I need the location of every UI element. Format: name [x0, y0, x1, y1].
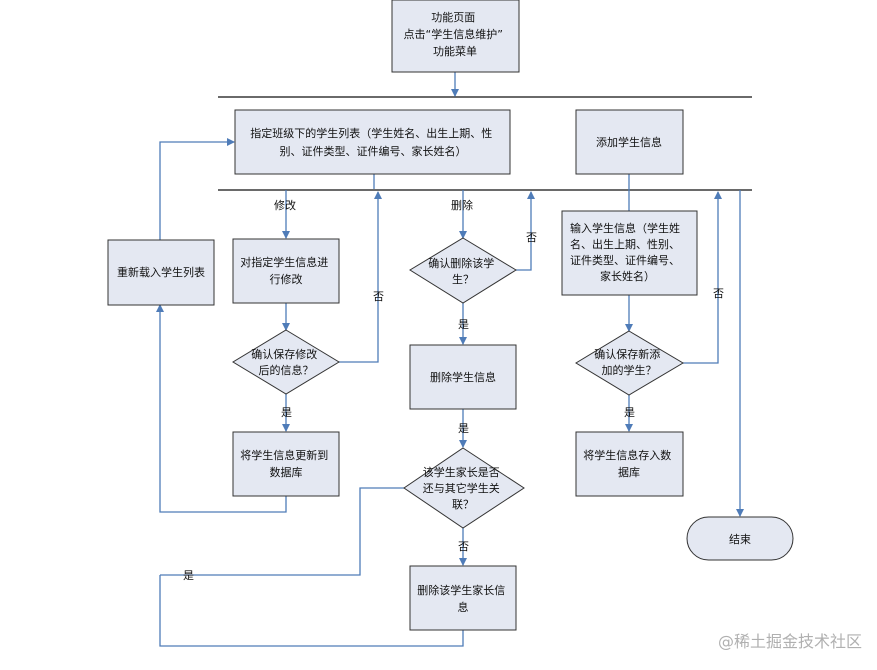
save-db-text: 将学生信息存入数 据库 — [583, 448, 675, 479]
confirm-delete-no-label: 否 — [526, 231, 537, 244]
update-db-to-reload — [156, 304, 287, 513]
menu-node — [391, 0, 520, 73]
remove-label: 删除 — [451, 198, 473, 212]
end-text: 结束 — [729, 533, 751, 546]
reload-list-node — [107, 239, 215, 306]
parent-check-yes — [160, 487, 404, 576]
delete-to-check-yes-label: 是 — [458, 422, 469, 435]
confirm-add-decision — [575, 330, 684, 396]
edit-student-node — [232, 238, 340, 304]
student-list-text: 指定班级下的学生列表（学生姓名、出生上期、性 别、证件类型、证件编号、家长姓名） — [250, 126, 496, 158]
confirm-add-yes-label: 是 — [624, 406, 635, 419]
delete-parent-to-reload — [159, 575, 464, 647]
update-db-text: 将学生信息更新到 数据库 — [240, 448, 332, 479]
edit-student-text: 对指定学生信息进 行修改 — [240, 255, 332, 286]
watermark-text: @稀土掘金技术社区 — [718, 632, 862, 651]
reload-to-list — [159, 138, 235, 240]
confirm-delete-decision — [409, 237, 517, 304]
save-db-node — [575, 431, 684, 497]
modify-label: 修改 — [274, 198, 296, 212]
connectors — [156, 72, 744, 647]
confirm-add-no-label: 否 — [713, 287, 724, 300]
add-student-node — [575, 109, 684, 175]
end-node — [686, 516, 794, 561]
delete-parent-node — [409, 565, 517, 631]
confirm-add-text: 确认保存新添 加的学生？ — [594, 347, 664, 377]
parent-check-text: 该学生家长是否 还与其它学生关 联？ — [423, 465, 504, 511]
add-student-text: 添加学生信息 — [596, 135, 662, 149]
update-db-node — [232, 431, 340, 497]
parent-check-no-label: 否 — [458, 540, 469, 553]
reload-list-text: 重新载入学生列表 — [117, 265, 205, 279]
confirm-edit-yes-label: 是 — [281, 406, 292, 419]
input-student-node — [561, 210, 698, 296]
menu-node-text: 功能页面 点击“学生信息维护” 功能菜单 — [404, 10, 507, 58]
parent-check-decision — [403, 447, 525, 529]
delete-student-text: 删除学生信息 — [430, 370, 496, 384]
confirm-delete-yes-label: 是 — [458, 318, 469, 331]
parent-check-yes-label: 是 — [183, 569, 194, 582]
confirm-delete-text: 确认删除该学 生？ — [428, 256, 498, 286]
student-list-node — [234, 109, 511, 175]
confirm-add-no — [683, 191, 722, 364]
confirm-edit-text: 确认保存修改 后的信息？ — [251, 347, 321, 377]
delete-student-node — [409, 344, 517, 410]
confirm-delete-no — [516, 191, 535, 271]
confirm-edit-decision — [232, 329, 340, 395]
delete-parent-text: 删除该学生家长信 息 — [417, 583, 509, 614]
input-student-text: 输入学生信息（学生姓 名、出生上期、性别、 证件类型、证件编号、 家长姓名） — [570, 221, 684, 283]
confirm-edit-no — [339, 191, 382, 363]
confirm-edit-no-label: 否 — [373, 290, 384, 303]
